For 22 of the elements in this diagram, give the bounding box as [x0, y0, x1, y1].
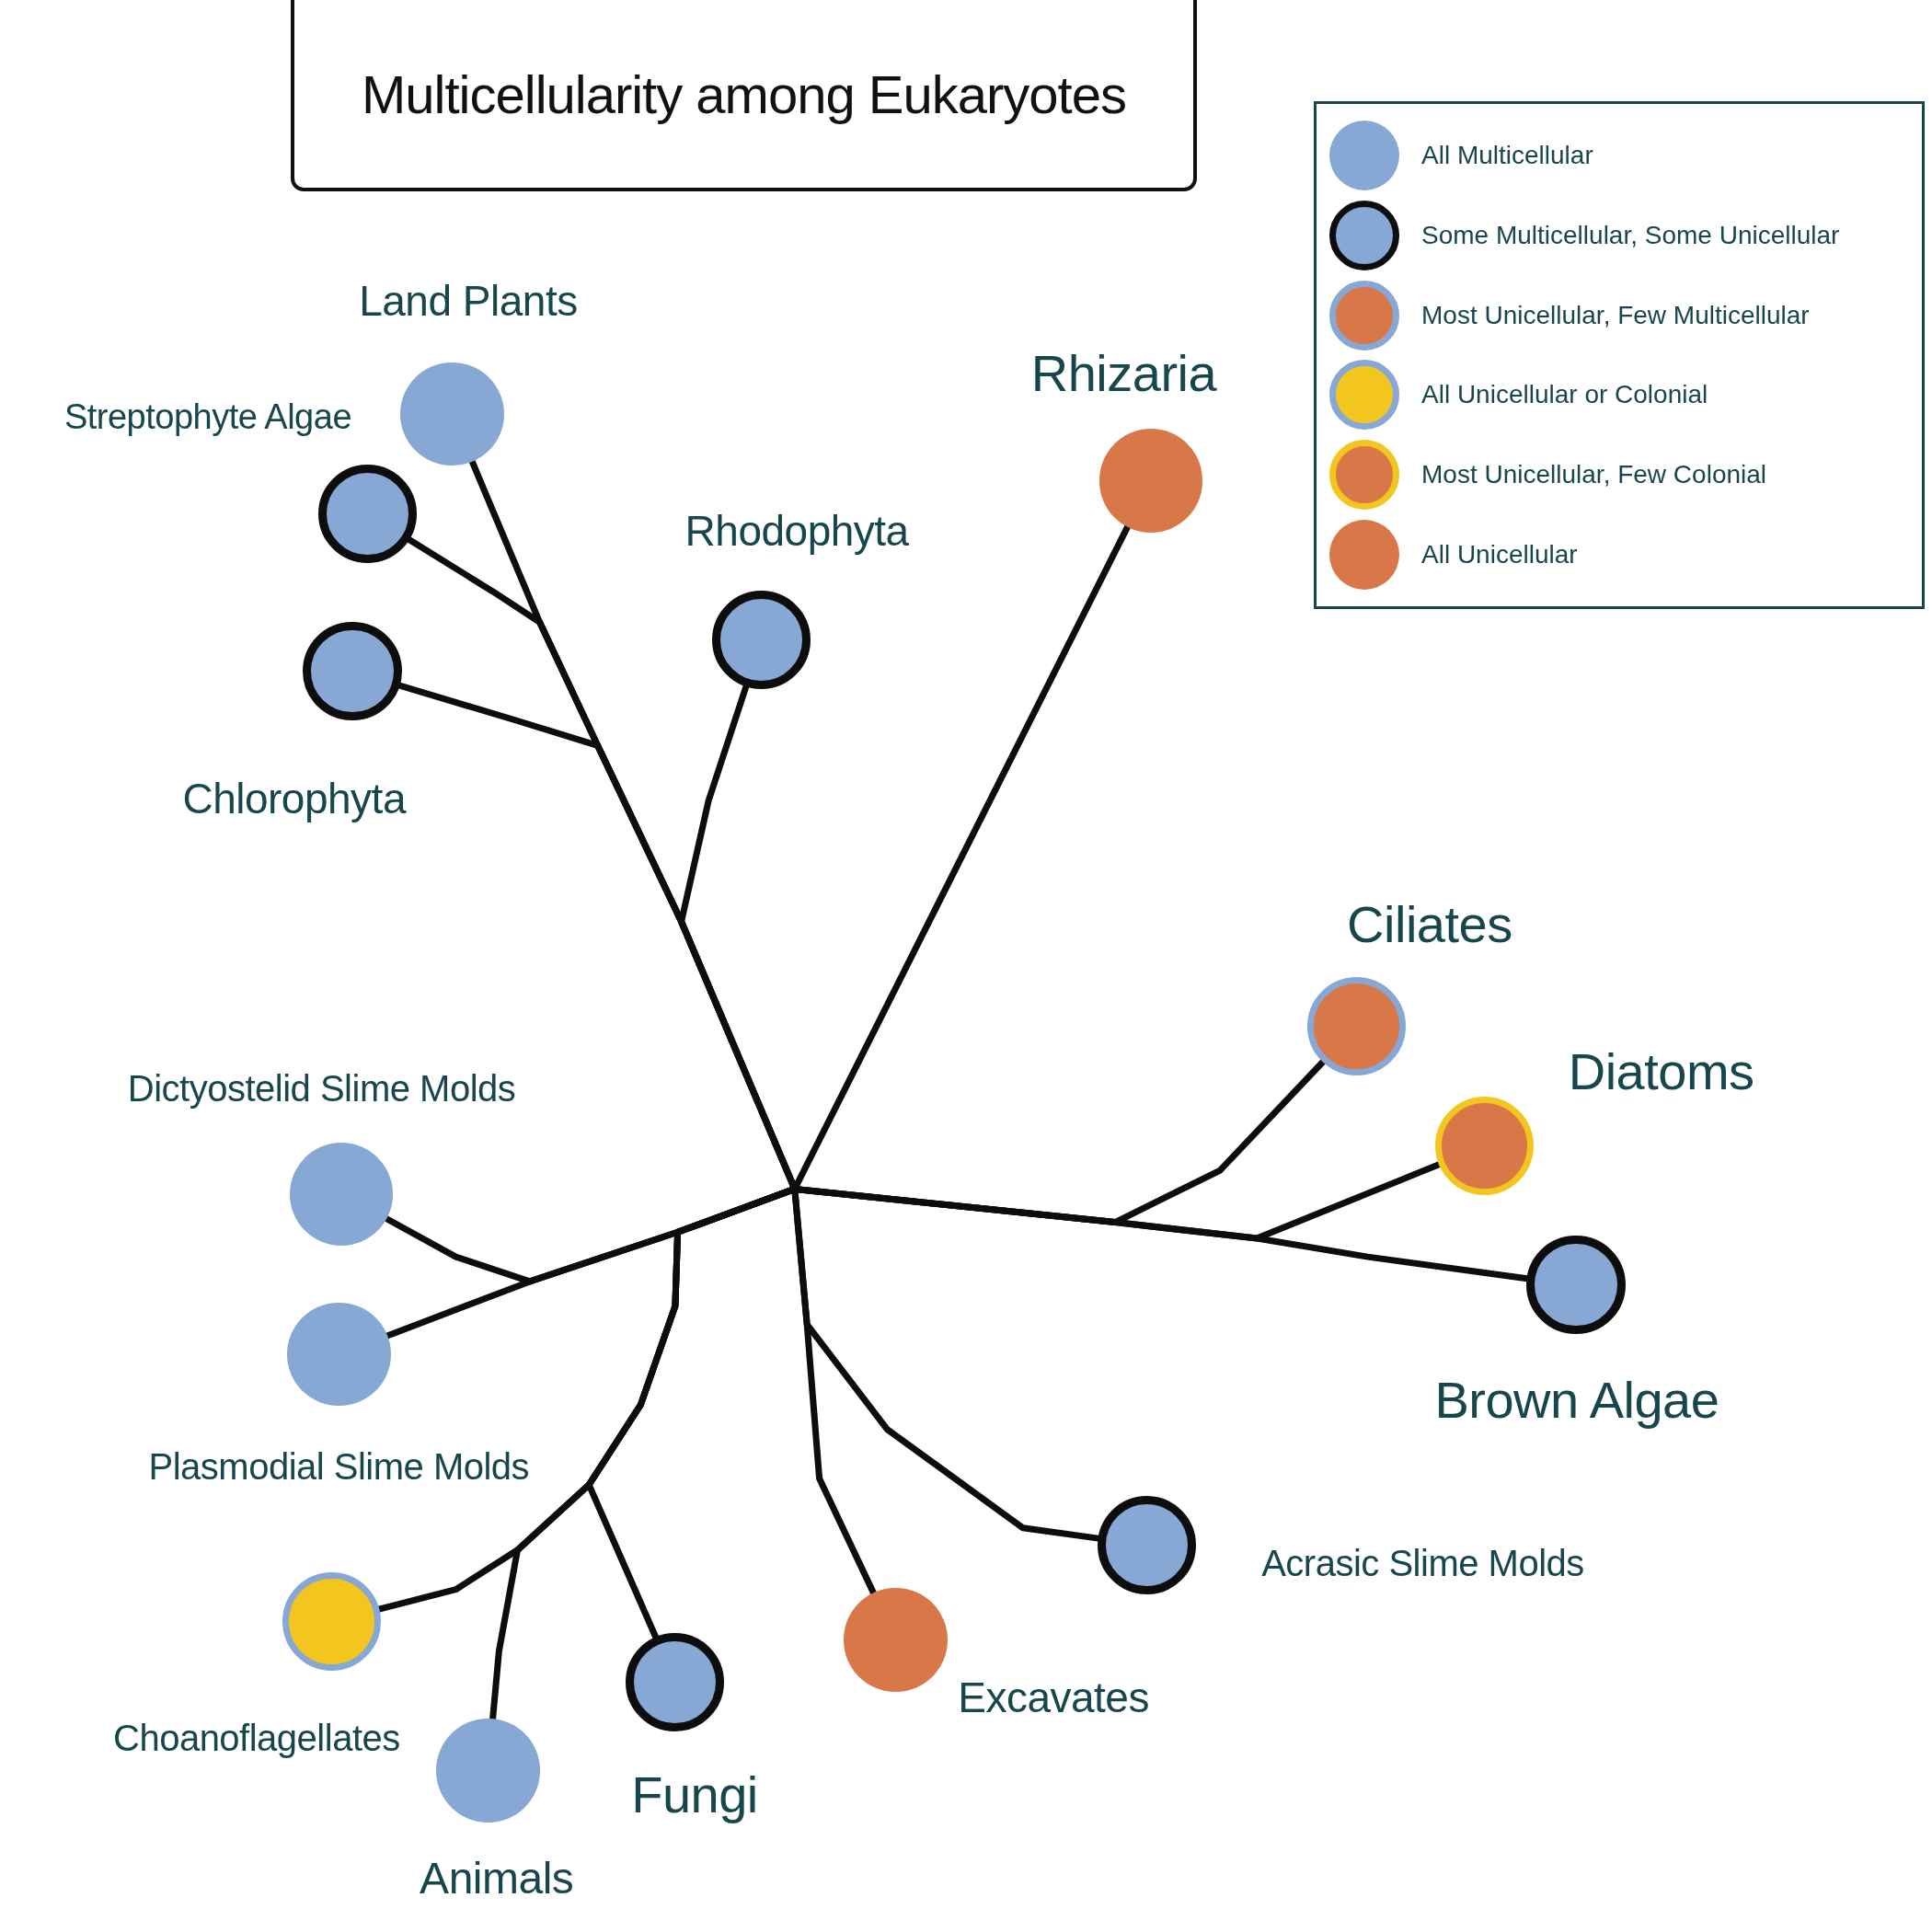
clade-label: Excavates	[957, 1672, 1150, 1723]
clade-label: Rhizaria	[1029, 342, 1218, 404]
legend-text: All Unicellular	[1421, 540, 1578, 569]
title-box: Multicellularity among Eukaryotes	[291, 0, 1197, 191]
clade-label: Fungi	[630, 1764, 759, 1825]
legend-text: Most Unicellular, Few Colonial	[1421, 460, 1767, 490]
clade-label: Dictyostelid Slime Molds	[126, 1066, 517, 1110]
clade-label: Rhodophyta	[684, 506, 910, 558]
legend-text: All Unicellular or Colonial	[1421, 380, 1708, 410]
clade-label: Plasmodial Slime Molds	[147, 1444, 531, 1489]
clade-label: Ciliates	[1346, 893, 1513, 955]
legend-text: All Multicellular	[1421, 141, 1593, 170]
clade-label: Brown Algae	[1433, 1370, 1720, 1432]
clade-label: Streptophyte Algae	[63, 396, 353, 438]
legend-text: Most Unicellular, Few Multicellular	[1421, 300, 1810, 330]
clade-label: Animals	[419, 1853, 575, 1905]
legend-text: Some Multicellular, Some Unicellular	[1421, 220, 1840, 250]
clade-label: Chlorophyta	[181, 773, 408, 824]
clade-label: Land Plants	[358, 276, 579, 328]
clade-label: Acrasic Slime Molds	[1260, 1542, 1585, 1586]
clade-label: Diatoms	[1567, 1041, 1755, 1103]
clade-label: Choanoflagellates	[112, 1716, 401, 1760]
